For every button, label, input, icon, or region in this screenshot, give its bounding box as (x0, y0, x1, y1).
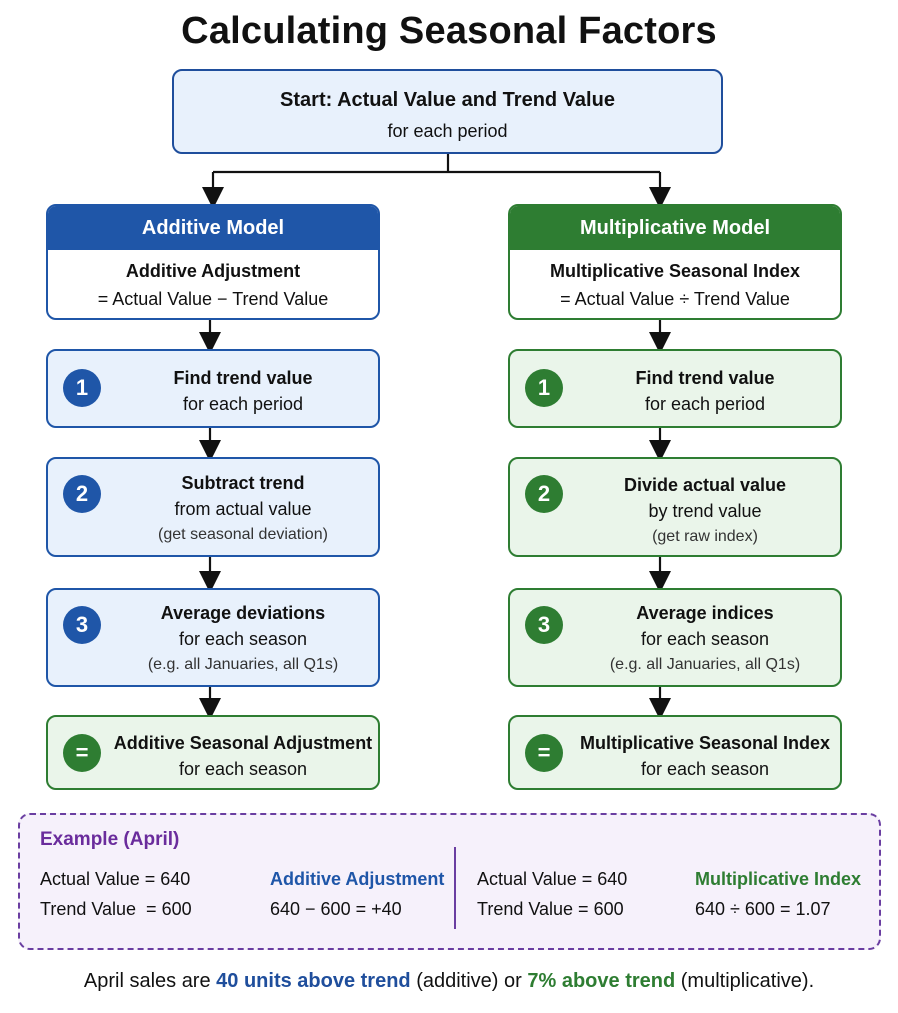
step-number-badge: 2 (63, 475, 101, 513)
footer-summary: April sales are 40 units above trend (ad… (0, 970, 898, 993)
step-note: (get raw index) (652, 528, 758, 545)
step-title: Average indices (636, 603, 774, 623)
multiplicative-formula: = Actual Value ÷ Trend Value (560, 289, 790, 309)
step-subtitle: for each period (182, 394, 304, 414)
step-note: (e.g. all Januaries, all Q1s) (147, 656, 339, 673)
example-multiplicative-calc: 640 ÷ 600 = 1.07 (695, 899, 831, 919)
step-number-badge: 3 (525, 606, 563, 644)
example-right-actual: Actual Value = 640 (477, 869, 628, 889)
example-left-trend: Trend Value = 600 (40, 899, 192, 919)
result-subtitle: for each season (178, 759, 308, 779)
step-title: Find trend value (635, 368, 775, 388)
additive-step-3: 3 Average deviations for each season (e.… (46, 588, 380, 687)
step-subtitle: from actual value (174, 499, 312, 519)
footer-text-3: (multiplicative). (675, 970, 815, 992)
start-box: Start: Actual Value and Trend Value for … (172, 69, 723, 154)
example-title: Example (April) (40, 829, 180, 850)
example-left-values: Actual Value = 640 Trend Value = 600 (40, 864, 192, 924)
step-number-badge: 2 (525, 475, 563, 513)
additive-model-box: Additive Model Additive Adjustment = Act… (46, 204, 380, 320)
step-note: (e.g. all Januaries, all Q1s) (609, 656, 801, 673)
step-number-badge: 1 (525, 369, 563, 407)
additive-model-header: Additive Model (48, 206, 378, 250)
step-subtitle: for each season (640, 629, 770, 649)
example-right-values: Actual Value = 640 Trend Value = 600 (477, 864, 627, 924)
start-subtitle: for each period (387, 121, 508, 141)
additive-formula-title: Additive Adjustment (125, 261, 301, 281)
step-subtitle: for each season (178, 629, 308, 649)
footer-text-2: (additive) or (410, 970, 528, 992)
step-number-badge: 1 (63, 369, 101, 407)
footer-additive-highlight: 40 units above trend (216, 970, 411, 992)
equals-badge: = (525, 734, 563, 772)
multiplicative-model-box: Multiplicative Model Multiplicative Seas… (508, 204, 842, 320)
multiplicative-result: = Multiplicative Seasonal Index for each… (508, 715, 842, 790)
additive-step-1: 1 Find trend value for each period (46, 349, 380, 428)
result-title: Multiplicative Seasonal Index (579, 733, 831, 753)
footer-multiplicative-highlight: 7% above trend (527, 970, 676, 992)
multiplicative-step-1: 1 Find trend value for each period (508, 349, 842, 428)
step-title: Divide actual value (623, 475, 787, 495)
example-right-trend: Trend Value = 600 (477, 899, 624, 919)
step-title: Subtract trend (181, 473, 305, 493)
additive-result: = Additive Seasonal Adjustment for each … (46, 715, 380, 790)
additive-step-2: 2 Subtract trend from actual value (get … (46, 457, 380, 557)
step-note: (get seasonal deviation) (158, 526, 328, 543)
result-title: Additive Seasonal Adjustment (113, 733, 373, 753)
multiplicative-formula-title: Multiplicative Seasonal Index (549, 261, 801, 281)
step-subtitle: by trend value (648, 501, 762, 521)
footer-text-1: April sales are (83, 970, 217, 992)
example-multiplicative-label: Multiplicative Index (695, 869, 862, 889)
multiplicative-model-header: Multiplicative Model (510, 206, 840, 250)
example-additive-calc: 640 − 600 = +40 (270, 899, 402, 919)
multiplicative-step-2: 2 Divide actual value by trend value (ge… (508, 457, 842, 557)
multiplicative-step-3: 3 Average indices for each season (e.g. … (508, 588, 842, 687)
example-additive-label: Additive Adjustment (270, 869, 445, 889)
page-title: Calculating Seasonal Factors (181, 10, 717, 52)
additive-formula: = Actual Value − Trend Value (97, 289, 329, 309)
example-left-actual: Actual Value = 640 (40, 869, 191, 889)
step-title: Find trend value (173, 368, 313, 388)
result-subtitle: for each season (640, 759, 770, 779)
step-subtitle: for each period (644, 394, 766, 414)
example-panel: Example (April) Actual Value = 640 Trend… (18, 813, 881, 950)
step-title: Average deviations (160, 603, 326, 623)
step-number-badge: 3 (63, 606, 101, 644)
start-title: Start: Actual Value and Trend Value (280, 89, 615, 111)
example-divider (454, 847, 456, 929)
equals-badge: = (63, 734, 101, 772)
